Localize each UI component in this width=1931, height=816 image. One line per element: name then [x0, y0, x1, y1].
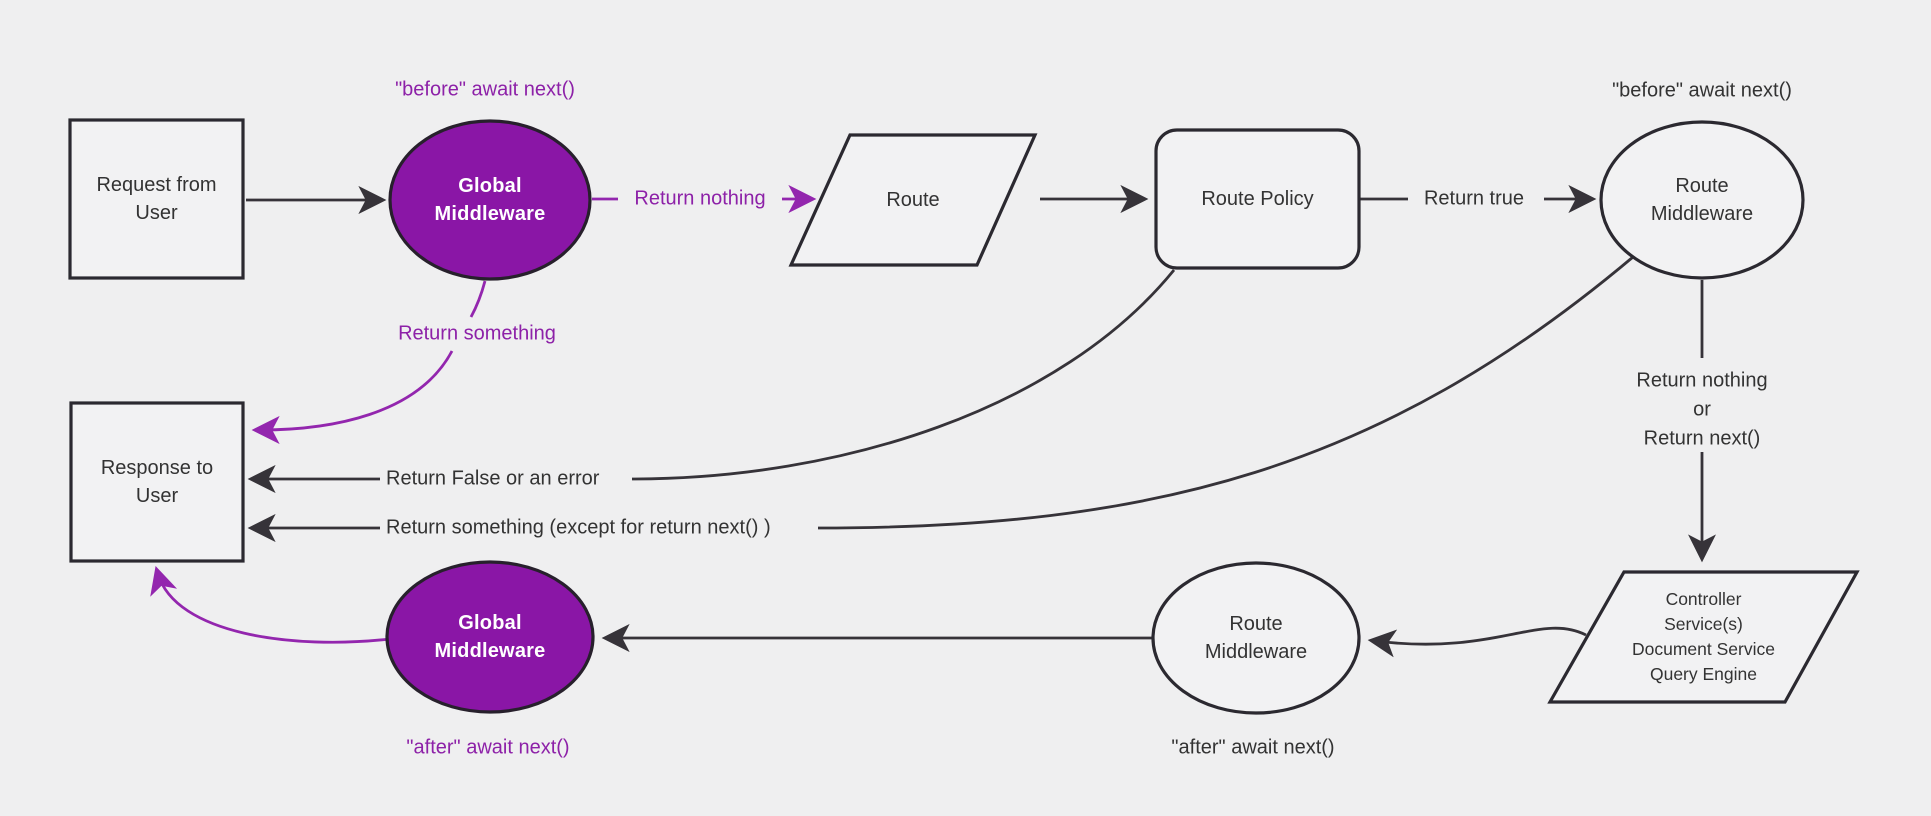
edge-global-bottom-to-response: [150, 565, 391, 644]
route-middleware-bottom-shape: [1151, 561, 1361, 715]
route-parallelogram-shape: [788, 133, 1038, 267]
global-middleware-bottom-shape: [385, 560, 595, 714]
edge-routemw-return-something-curve: [817, 255, 1634, 530]
request-box-shape: [68, 118, 245, 280]
route-policy-shape: [1154, 128, 1361, 270]
edge-policy-return-false-curve: [631, 269, 1176, 481]
global-middleware-top-shape: [388, 119, 592, 281]
route-middleware-top-shape: [1599, 120, 1805, 280]
edge-controller-to-routemw-bottom: [1367, 626, 1587, 658]
edge-global-return-something-to-response: [251, 350, 454, 444]
response-box-shape: [69, 401, 245, 563]
controller-parallelogram-shape: [1547, 570, 1860, 704]
edge-global-return-something-upper: [469, 280, 487, 318]
